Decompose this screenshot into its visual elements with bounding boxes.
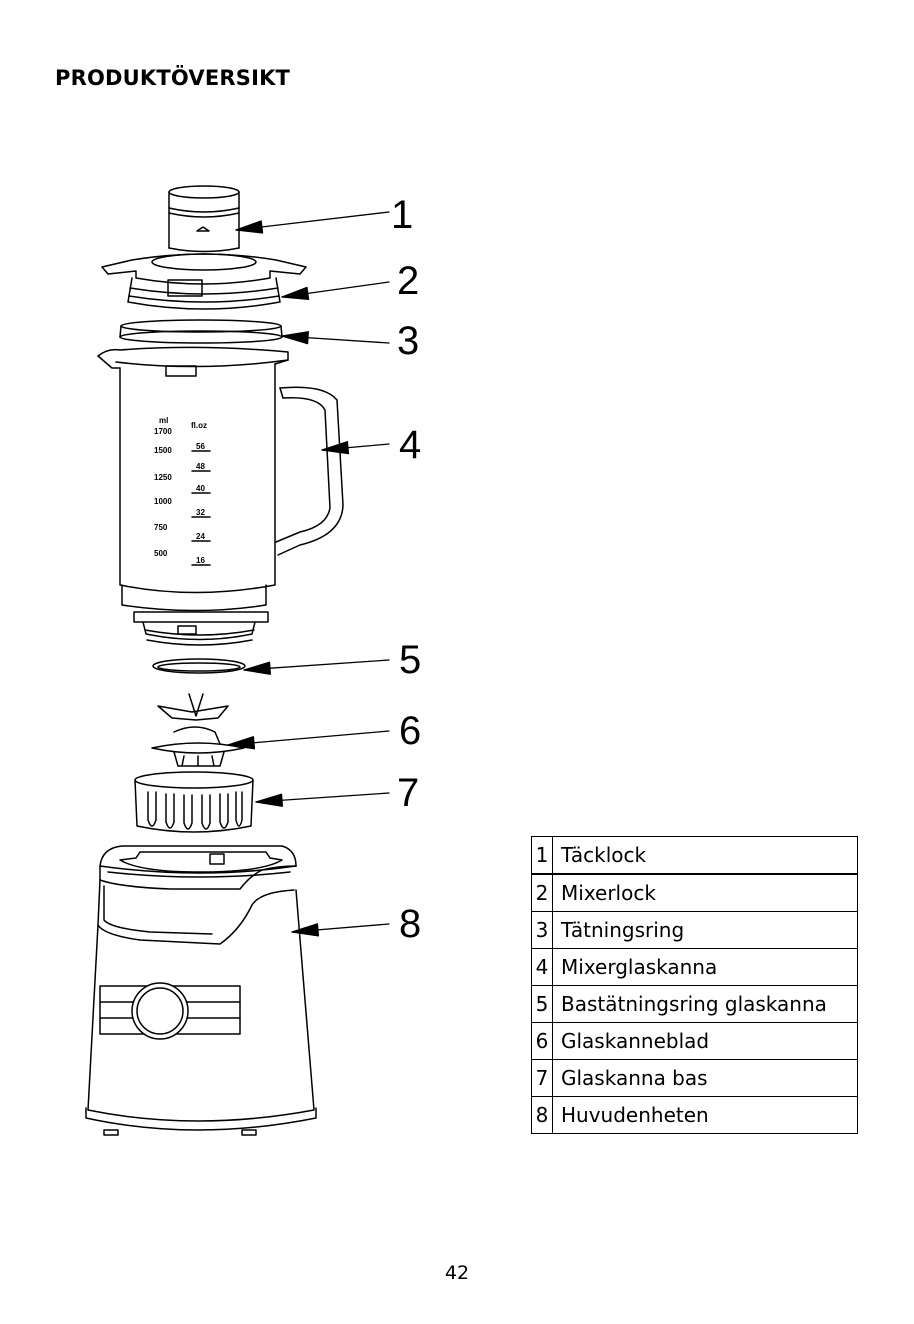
part-number-cell: 1 xyxy=(532,837,553,875)
part-number-cell: 8 xyxy=(532,1097,553,1134)
part-name-cell: Mixerlock xyxy=(553,874,858,912)
blender-lid-part xyxy=(102,254,306,309)
part-number-cell: 7 xyxy=(532,1060,553,1097)
callout-number: 7 xyxy=(397,771,419,815)
part-number-cell: 4 xyxy=(532,949,553,986)
part-name-cell: Huvudenheten xyxy=(553,1097,858,1134)
jar-scale-ml-mark: 1000 xyxy=(154,497,172,506)
callout-number: 5 xyxy=(399,638,421,682)
callout-numbers: 1 2 3 4 5 6 7 8 xyxy=(391,193,421,946)
leader-arrowhead xyxy=(228,737,254,749)
main-unit-part xyxy=(86,846,316,1135)
sealing-ring-part xyxy=(120,320,282,343)
part-number-cell: 5 xyxy=(532,986,553,1023)
part-name-cell: Täcklock xyxy=(553,837,858,875)
jar-scale-ml-mark: 1500 xyxy=(154,446,172,455)
leader-arrowhead xyxy=(256,794,282,806)
leader-arrowhead xyxy=(282,287,309,299)
jar-scale-floz-mark: 48 xyxy=(196,462,205,471)
leader-arrowhead xyxy=(282,332,308,344)
callout-number: 6 xyxy=(399,709,421,753)
part-name-cell: Glaskanneblad xyxy=(553,1023,858,1060)
part-name-cell: Bastätningsring glaskanna xyxy=(553,986,858,1023)
part-number-cell: 6 xyxy=(532,1023,553,1060)
callout-number: 2 xyxy=(397,259,419,303)
lid-cap-part xyxy=(169,186,239,252)
glass-jar-part: ml fl.oz 1700 1500 1250 1000 750 500 56 48 40 32 24 1… xyxy=(98,347,343,645)
leader-lines xyxy=(228,212,389,936)
leader-arrowhead xyxy=(292,924,318,936)
callout-number: 8 xyxy=(399,902,421,946)
part-number-cell: 3 xyxy=(532,912,553,949)
jar-scale-floz-mark: 56 xyxy=(196,442,205,451)
jar-base-part xyxy=(135,772,253,832)
jar-scale-ml-header: ml xyxy=(159,416,168,425)
part-name-cell: Glaskanna bas xyxy=(553,1060,858,1097)
leader-arrowhead xyxy=(244,662,270,674)
part-number-cell: 2 xyxy=(532,874,553,912)
jar-scale-floz-mark: 32 xyxy=(196,508,205,517)
jar-scale-floz-mark: 24 xyxy=(196,532,205,541)
leader-arrowhead xyxy=(236,221,263,233)
callout-number: 1 xyxy=(391,193,413,237)
page-number: 42 xyxy=(0,1262,914,1284)
base-sealing-ring-part xyxy=(153,659,245,673)
blade-assembly-part xyxy=(152,694,244,766)
callout-number: 4 xyxy=(399,423,421,467)
jar-scale-ml-mark: 1700 xyxy=(154,427,172,436)
jar-scale-floz-mark: 16 xyxy=(196,556,205,565)
jar-scale-floz-mark: 40 xyxy=(196,484,205,493)
jar-scale-ml-mark: 1250 xyxy=(154,473,172,482)
jar-scale-ml-mark: 750 xyxy=(154,523,168,532)
part-name-cell: Mixerglaskanna xyxy=(553,949,858,986)
jar-scale-ml-mark: 500 xyxy=(154,549,168,558)
callout-number: 3 xyxy=(397,319,419,363)
jar-scale-floz-header: fl.oz xyxy=(191,421,207,430)
part-name-cell: Tätningsring xyxy=(553,912,858,949)
